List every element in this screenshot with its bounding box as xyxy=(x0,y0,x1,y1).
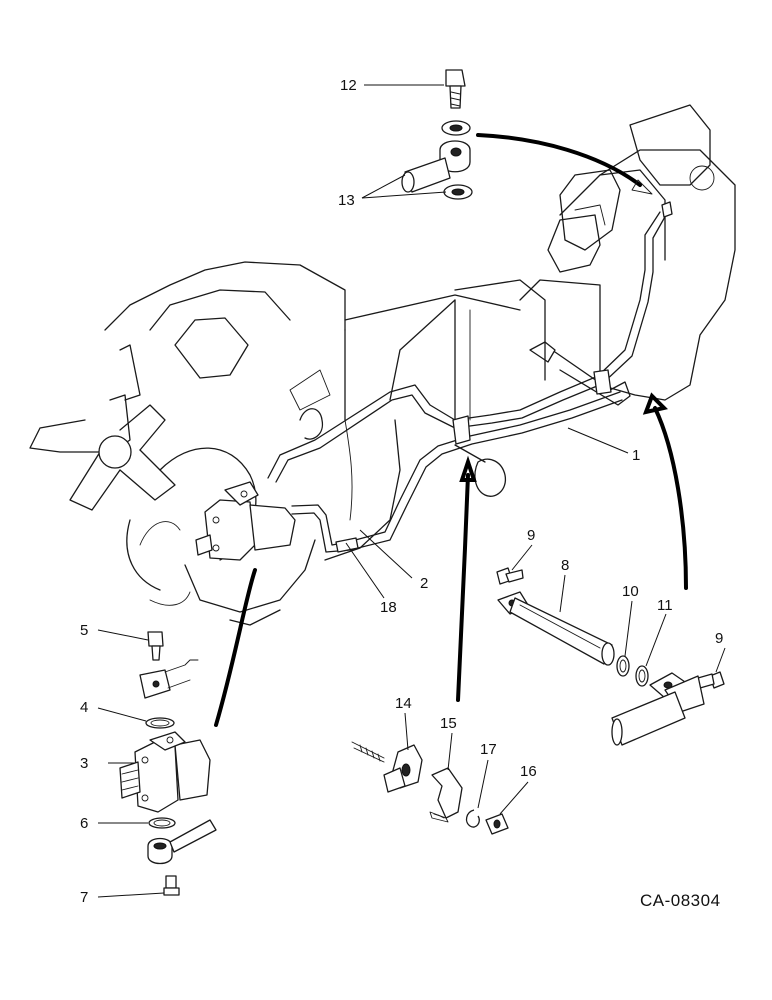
callout-8: 8 xyxy=(561,557,569,574)
bolt-9-right xyxy=(697,671,725,689)
tractor-assembly xyxy=(29,104,736,626)
banjo-fitting-13 xyxy=(401,120,473,200)
callout-7: 7 xyxy=(80,889,88,906)
ring-11 xyxy=(635,665,649,687)
callout-5: 5 xyxy=(80,622,88,639)
axle-bracket xyxy=(611,672,705,746)
callout-labels: 1 2 3 4 5 6 7 8 9 9 10 11 12 13 14 15 16… xyxy=(80,77,723,906)
callout-16: 16 xyxy=(520,763,537,780)
callout-3: 3 xyxy=(80,755,88,772)
bolt-9-left xyxy=(496,567,524,585)
strap-clip-15 xyxy=(429,767,463,823)
callout-17: 17 xyxy=(480,741,497,758)
callout-6: 6 xyxy=(80,815,88,832)
callout-13: 13 xyxy=(338,192,355,209)
leader-lines xyxy=(97,84,726,898)
callout-11: 11 xyxy=(657,597,673,614)
ring-10 xyxy=(616,655,630,677)
callout-1: 1 xyxy=(632,447,640,464)
callout-10: 10 xyxy=(622,583,639,600)
callout-9-left: 9 xyxy=(527,527,535,544)
o-ring-6 xyxy=(148,817,176,829)
nut-16 xyxy=(485,813,509,835)
callout-2: 2 xyxy=(420,575,428,592)
callout-9-right: 9 xyxy=(715,630,723,647)
bolt-12 xyxy=(445,69,466,109)
callout-14: 14 xyxy=(395,695,412,712)
callout-15: 15 xyxy=(440,715,457,732)
installed-pump xyxy=(195,481,296,561)
drawing-reference-code: CA-08304 xyxy=(640,891,721,910)
hydraulic-tube-assembly xyxy=(267,201,673,553)
pump-banjo-fitting xyxy=(147,819,217,865)
callout-4: 4 xyxy=(80,699,88,716)
o-ring-4 xyxy=(145,717,175,729)
bolt-5-and-bracket xyxy=(139,631,199,699)
shaft-tube-8 xyxy=(497,591,615,666)
clamp-14 xyxy=(351,741,423,793)
bolt-7 xyxy=(163,875,180,896)
assembly-arrows xyxy=(214,133,688,727)
snap-ring-17 xyxy=(465,809,480,828)
callout-18: 18 xyxy=(380,599,397,616)
hydraulic-pump-3 xyxy=(119,731,211,813)
callout-12: 12 xyxy=(340,77,357,94)
